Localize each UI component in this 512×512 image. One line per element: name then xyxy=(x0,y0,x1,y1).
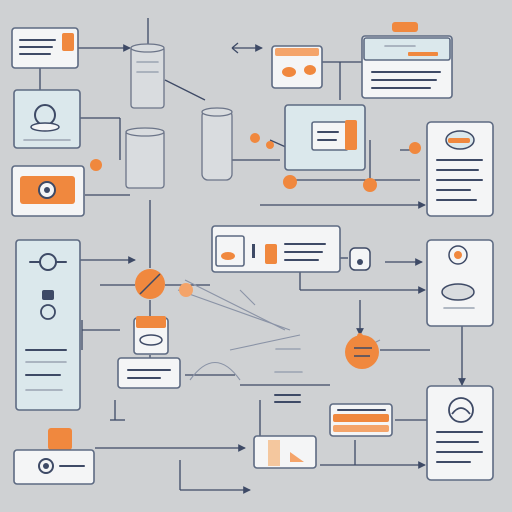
screen-icon xyxy=(349,247,371,271)
doc-card-center xyxy=(211,225,341,273)
double-arrow-icon xyxy=(231,42,239,54)
doc-card-lower-left xyxy=(117,357,181,389)
dots-card-top xyxy=(271,45,323,89)
orange-hub-left xyxy=(135,269,193,299)
database-cylinder-top xyxy=(130,43,165,109)
cup-card xyxy=(133,316,169,355)
faint-lines-center xyxy=(274,348,303,403)
doc-card-right-lower xyxy=(426,385,494,481)
database-cylinder-small xyxy=(201,107,274,181)
connector-lines xyxy=(39,18,466,494)
eye-card-bottom-left xyxy=(13,428,95,485)
doc-card-right-upper xyxy=(426,121,494,217)
stack-card xyxy=(329,403,393,437)
box-card-bottom-center xyxy=(253,435,317,469)
doc-card-top-left xyxy=(11,27,79,69)
icon-card-left-upper xyxy=(13,89,81,149)
window-card-center xyxy=(283,104,421,192)
device-card-right-mid xyxy=(426,239,494,327)
database-cylinder-mid xyxy=(125,127,165,189)
camera-card-left xyxy=(11,159,102,217)
window-card-top-right xyxy=(361,22,453,99)
panel-left-tall xyxy=(15,239,81,411)
orange-hub-right xyxy=(345,333,379,369)
